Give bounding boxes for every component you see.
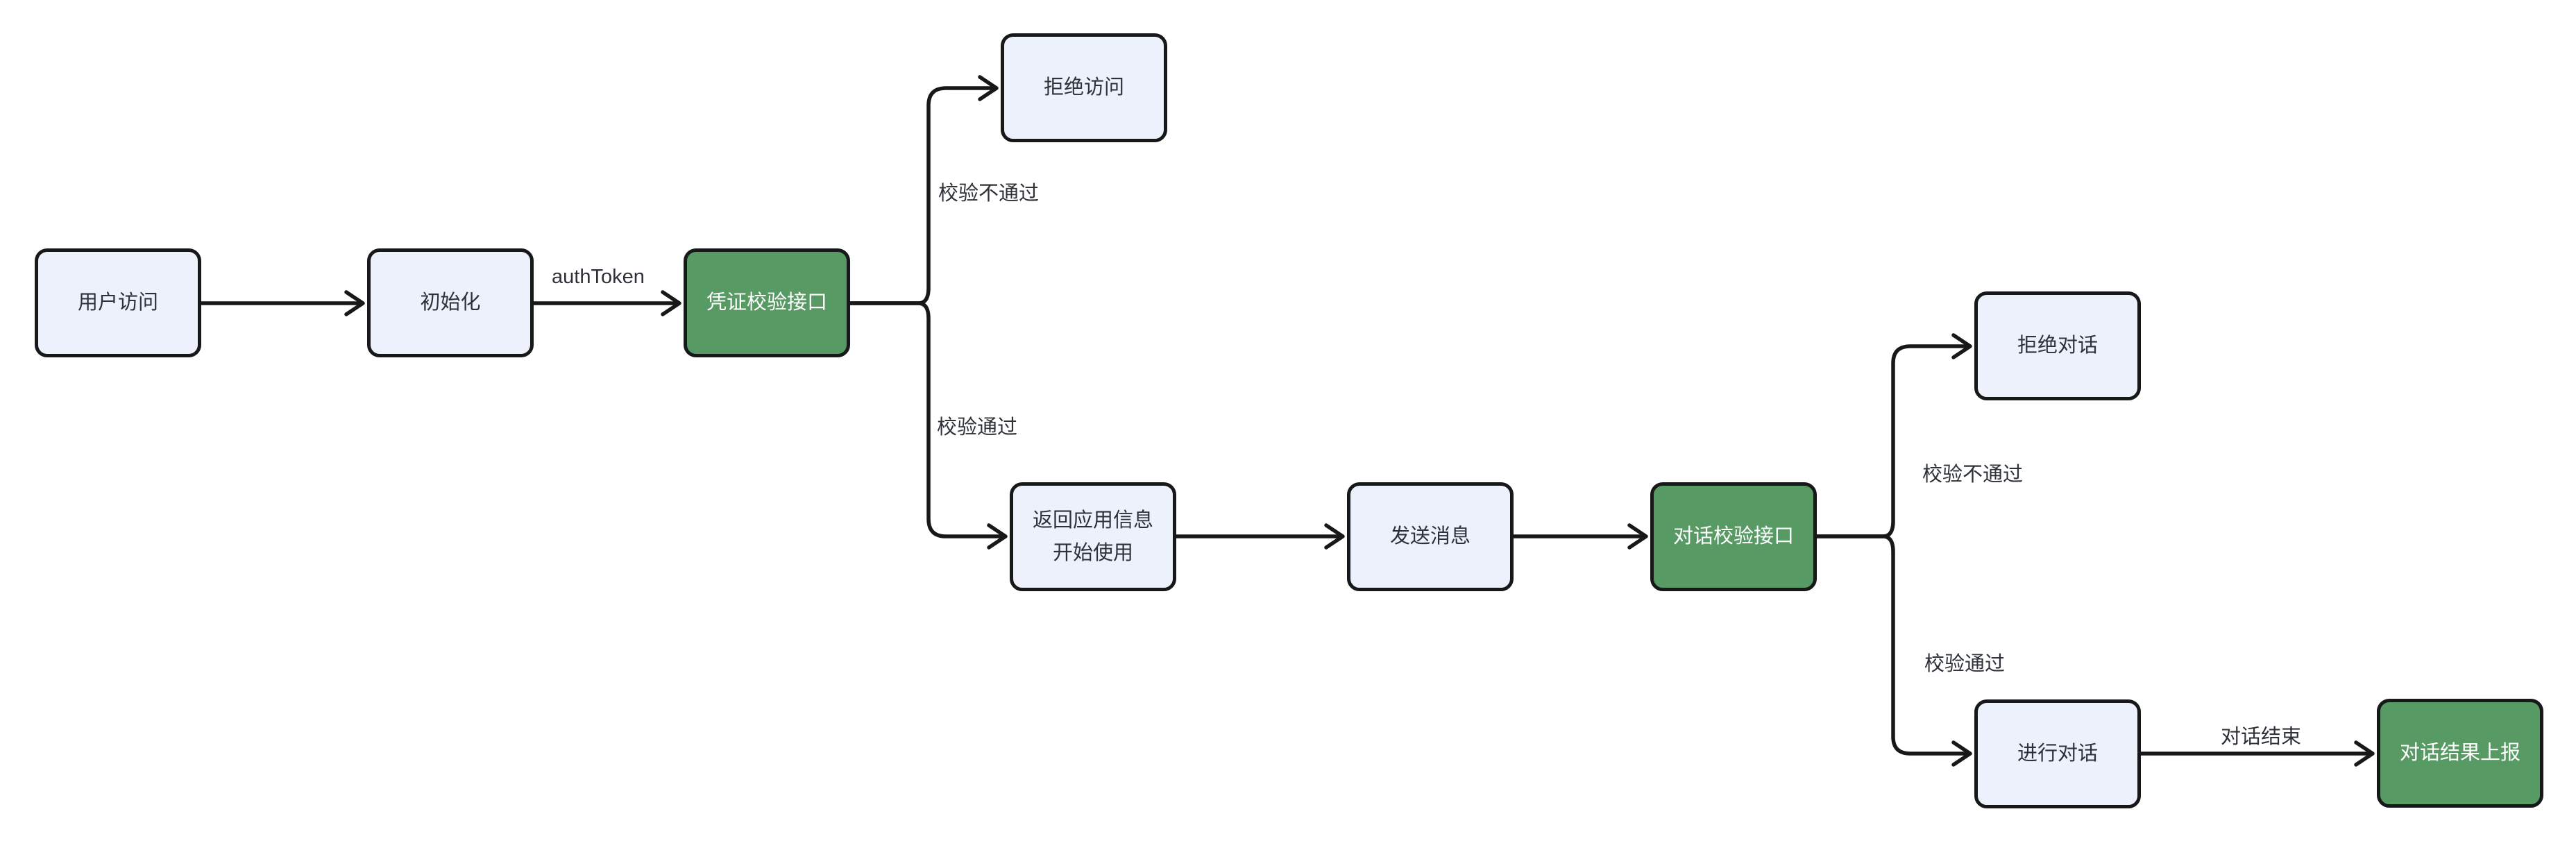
node-dialog-check: 对话校验接口 [1650, 482, 1817, 591]
node-deny-dialog-label: 拒绝对话 [2017, 334, 2098, 357]
node-send-message-label: 发送消息 [1389, 525, 1471, 548]
node-user-access-label: 用户访问 [77, 291, 158, 314]
node-credential-check: 凭证校验接口 [684, 248, 850, 357]
node-return-app-info: 返回应用信息 开始使用 [1010, 482, 1176, 591]
node-credential-check-label: 凭证校验接口 [706, 291, 827, 314]
node-init: 初始化 [367, 248, 534, 357]
node-return-app-info-label: 返回应用信息 开始使用 [1032, 509, 1153, 564]
edge-dialog-check-to-deny-dialog [1815, 333, 1972, 538]
node-do-dialog: 进行对话 [1974, 699, 2141, 808]
node-deny-access: 拒绝访问 [1001, 33, 1167, 142]
edge-label-check-pass-2: 校验通过 [1924, 653, 2006, 675]
node-send-message: 发送消息 [1347, 482, 1514, 591]
edge-label-dialog-end: 对话结束 [2221, 726, 2302, 748]
node-do-dialog-label: 进行对话 [2017, 742, 2098, 765]
node-report-result-label: 对话结果上报 [2399, 742, 2520, 765]
edge-dialog-check-to-do-dialog [1815, 534, 1972, 767]
edge-label-check-fail-2: 校验不通过 [1922, 464, 2024, 486]
node-deny-access-label: 拒绝访问 [1043, 76, 1124, 99]
edge-label-check-fail-1: 校验不通过 [938, 182, 1040, 205]
edge-label-check-pass-1: 校验通过 [937, 416, 1018, 439]
node-deny-dialog: 拒绝对话 [1974, 291, 2141, 400]
node-dialog-check-label: 对话校验接口 [1672, 525, 1794, 548]
edge-label-auth-token: authToken [552, 266, 645, 288]
edge-credential-check-to-return-app-info [848, 301, 1008, 550]
node-init-label: 初始化 [420, 291, 481, 314]
node-report-result: 对话结果上报 [2377, 699, 2543, 808]
node-user-access: 用户访问 [35, 248, 201, 357]
